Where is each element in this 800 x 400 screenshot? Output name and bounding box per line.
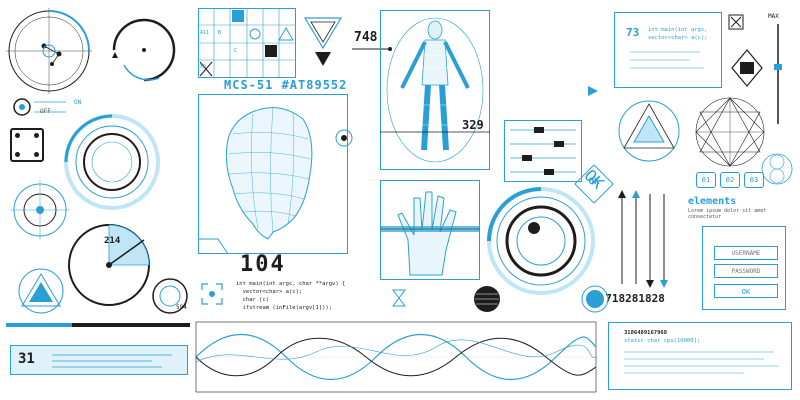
pie-dial bbox=[68, 224, 150, 306]
tab-02[interactable]: 02 bbox=[720, 172, 740, 188]
elements-title: elements bbox=[688, 196, 737, 207]
pointer-line bbox=[352, 47, 392, 51]
code-line-1: vector<char> a(c); bbox=[236, 289, 303, 295]
readout-329: 329 bbox=[462, 118, 484, 132]
code-panel-bottom bbox=[608, 322, 792, 390]
code-panel-73 bbox=[614, 12, 722, 88]
readout-31: 31 bbox=[18, 351, 35, 367]
code-line-2: char (c) bbox=[236, 297, 270, 303]
code-panel-bottom-lines bbox=[624, 351, 779, 374]
off-label: OFF bbox=[40, 108, 51, 115]
grid-code-0: A11 bbox=[200, 30, 210, 36]
triangle-pointer-icon bbox=[588, 86, 598, 96]
target-small-icon bbox=[335, 129, 353, 147]
grid-code-1: B bbox=[218, 30, 222, 36]
grid-code-3: XD bbox=[200, 64, 207, 70]
hand-wireframe bbox=[380, 191, 480, 276]
big-ring-gauge bbox=[64, 114, 160, 210]
close-square-icon[interactable] bbox=[728, 14, 744, 30]
tab-03[interactable]: 03 bbox=[744, 172, 764, 188]
static-line: static char cpu[10000]; bbox=[624, 338, 701, 344]
slider-fill bbox=[6, 323, 73, 327]
code-grid-lines bbox=[198, 8, 296, 78]
geometry-emblem-icon bbox=[695, 97, 765, 167]
flower-ring-icon bbox=[761, 153, 793, 185]
square-bracket-icon bbox=[201, 283, 223, 305]
on-off-toggle[interactable] bbox=[10, 96, 90, 118]
scan-disc-icon bbox=[474, 286, 500, 312]
diamond-badge-icon bbox=[731, 49, 763, 87]
readout-max: MAX bbox=[768, 13, 779, 20]
pi-number: 3186489167968 bbox=[624, 330, 668, 336]
pyramid-icon bbox=[18, 268, 64, 314]
readout-748: 748 bbox=[354, 30, 378, 45]
arc-gauge bbox=[112, 18, 176, 82]
slider-track[interactable] bbox=[6, 323, 190, 327]
waveform-chart bbox=[195, 321, 597, 393]
readout-104: 104 bbox=[240, 252, 286, 277]
tab-01[interactable]: 01 bbox=[696, 172, 716, 188]
face-scan-frame bbox=[198, 94, 348, 254]
elements-subtitle: Lorem ipsum dolor sit amet consectetur bbox=[688, 208, 767, 220]
readout-594: 594 bbox=[176, 304, 187, 311]
code-tr-2: vector<char> a(c); bbox=[648, 35, 708, 41]
hex-triangle-icon bbox=[618, 100, 680, 162]
panel-lines bbox=[52, 354, 172, 368]
triangle-emblem-icon bbox=[303, 17, 343, 66]
hourglass-icon bbox=[392, 289, 406, 307]
login-panel bbox=[702, 226, 786, 310]
code-tr-1: int main(int argc, bbox=[648, 27, 708, 33]
on-label: ON bbox=[74, 99, 82, 106]
readout-214: 214 bbox=[104, 236, 121, 246]
equalizer-bars[interactable] bbox=[504, 120, 582, 182]
main-dial[interactable] bbox=[486, 186, 596, 296]
dice-box-icon bbox=[10, 128, 44, 162]
equalizer-panel bbox=[504, 120, 582, 182]
code-panel-lines bbox=[630, 51, 704, 69]
body-scan-frame bbox=[380, 10, 490, 170]
grid-code-2: C bbox=[234, 48, 238, 54]
face-wireframe bbox=[198, 105, 313, 255]
password-field[interactable] bbox=[714, 264, 778, 278]
info-panel-31 bbox=[10, 345, 188, 375]
target-reticle-icon bbox=[10, 180, 70, 240]
code-line-3: ifstream (inFile(argv[1])); bbox=[236, 305, 333, 311]
vertical-meter bbox=[774, 24, 782, 124]
e-constant: 2.718281828 bbox=[592, 292, 665, 305]
ok-button-label: OK bbox=[588, 177, 600, 187]
code-signature: int main(int argc, char **argv) { bbox=[236, 281, 346, 287]
dot-ring-icon bbox=[581, 285, 609, 313]
arrow-column bbox=[618, 190, 668, 288]
scope-ring bbox=[152, 278, 188, 314]
mcs-label: MCS-51 #AT89552 bbox=[224, 78, 348, 92]
readout-73: 73 bbox=[626, 26, 640, 39]
body-wireframe bbox=[380, 17, 490, 163]
username-field[interactable] bbox=[714, 246, 778, 260]
radar-widget bbox=[6, 8, 92, 94]
login-ok-button[interactable]: OK bbox=[714, 284, 778, 298]
